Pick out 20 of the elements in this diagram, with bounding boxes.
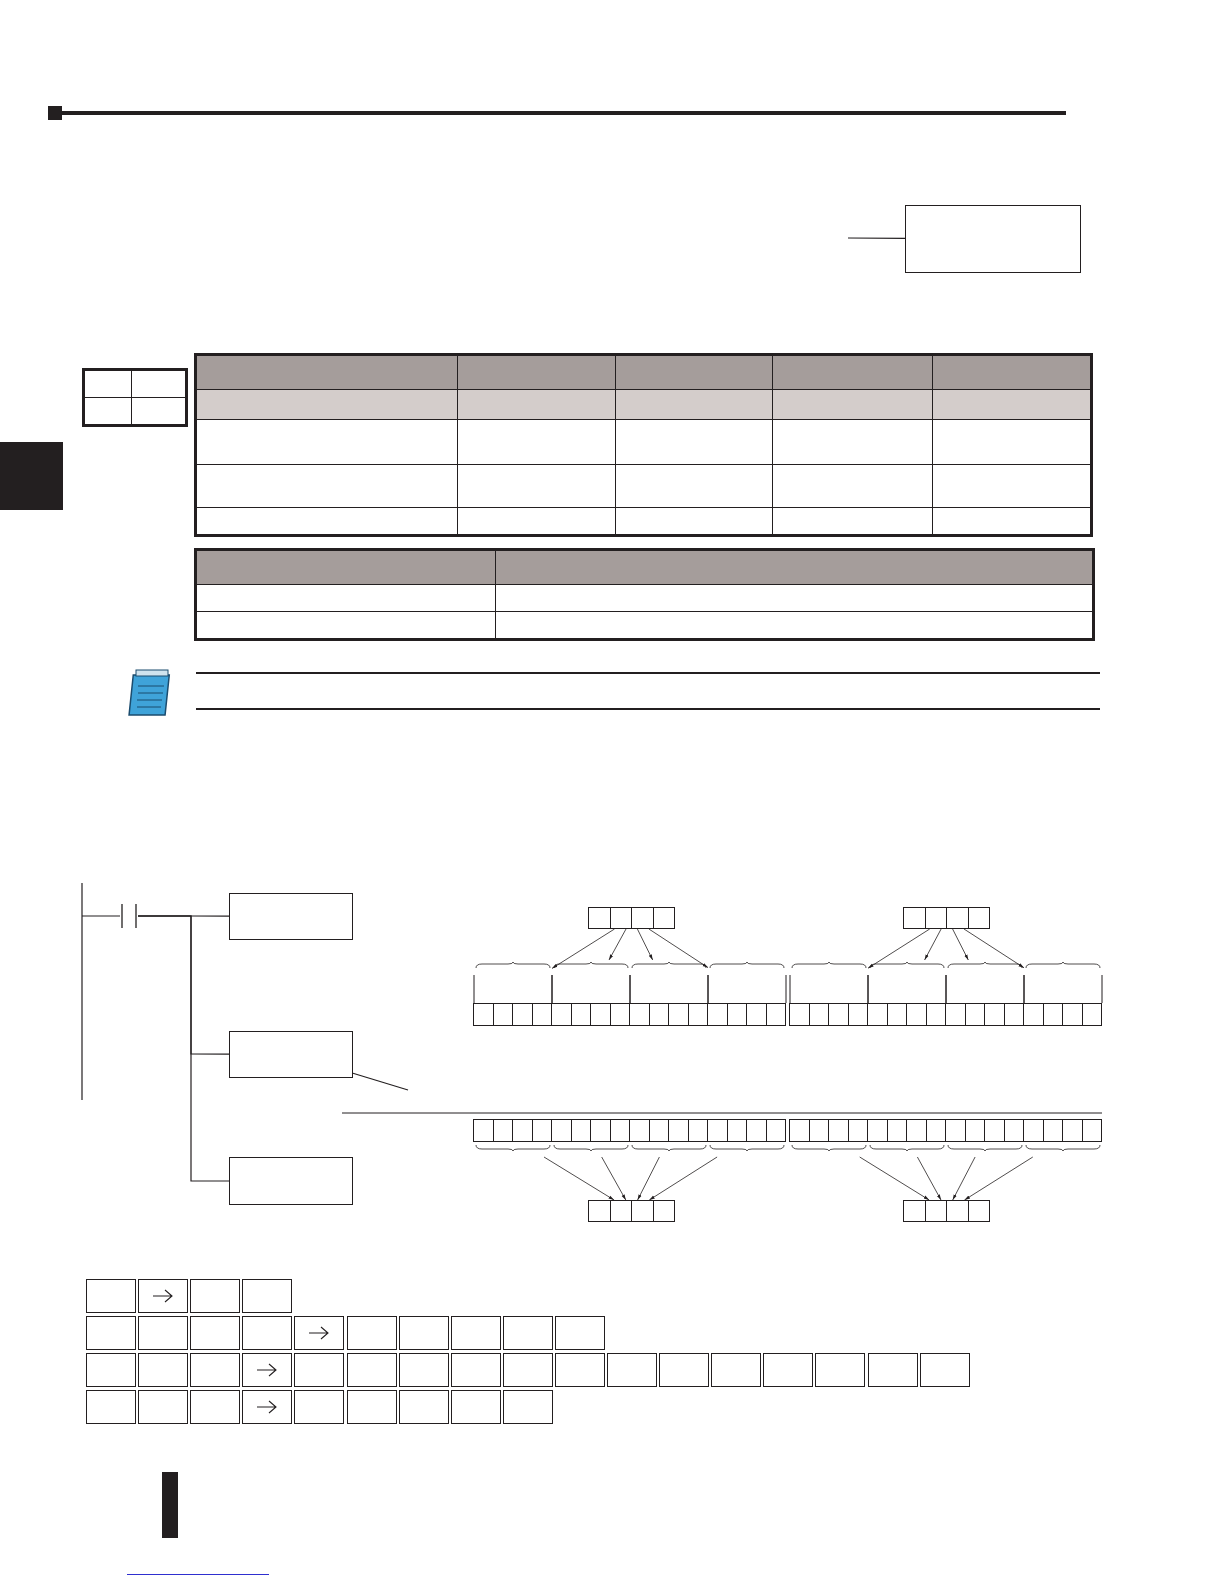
- instruction-box: [229, 1031, 353, 1078]
- leader-line: [847, 237, 906, 239]
- bit-group: [474, 960, 552, 1026]
- bit-group: [946, 960, 1024, 1026]
- contact-symbol: [120, 904, 138, 928]
- bit-group: [868, 960, 946, 1026]
- bit-group: [1024, 960, 1102, 1026]
- instruction-box: [905, 205, 1081, 273]
- leader-line: [352, 1072, 409, 1091]
- register-box: [904, 1200, 990, 1222]
- register-box: [589, 1200, 675, 1222]
- register-box: [589, 907, 675, 929]
- register-box: [904, 907, 990, 929]
- instruction-box: [229, 1157, 353, 1205]
- bit-group: [790, 960, 868, 1026]
- bit-group: [552, 960, 630, 1026]
- instruction-box: [229, 893, 353, 940]
- connector-line: [137, 915, 230, 1182]
- bit-group: [708, 960, 786, 1026]
- bit-group: [630, 960, 708, 1026]
